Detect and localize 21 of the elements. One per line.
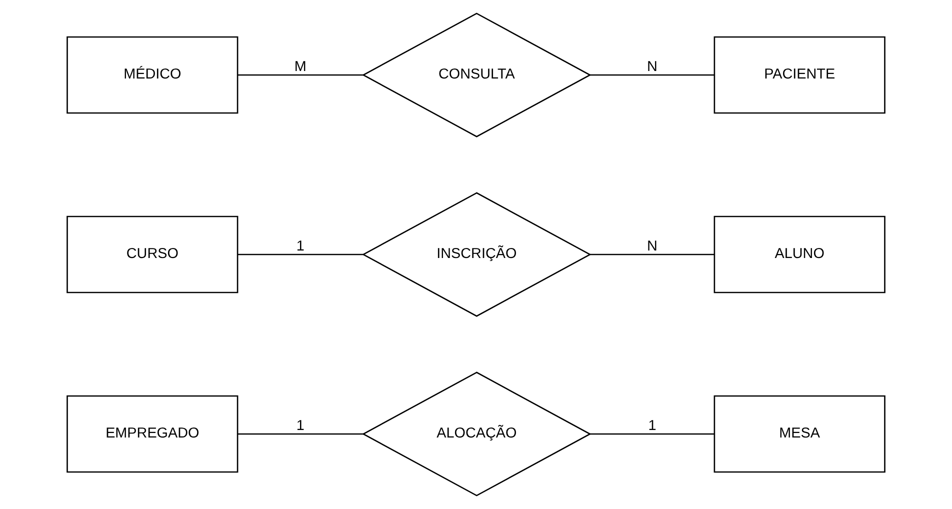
node-box: MESA [714,395,886,473]
connector [238,433,364,435]
edge-label: N [647,238,658,254]
connector [238,74,364,76]
node-diamond: ALOCAÇÃO [362,372,592,496]
connector [238,254,364,256]
edge-label: 1 [296,418,304,434]
node-box: ALUNO [714,216,886,294]
node-box: EMPREGADO [66,395,238,473]
connector [590,74,714,76]
edge-label: 1 [648,418,656,434]
edge-label: 1 [296,238,304,254]
edge-label: M [294,58,306,75]
node-diamond: INSCRIÇÃO [362,192,592,317]
node-box: CURSO [66,216,238,294]
connector [590,254,714,256]
connector [590,433,714,435]
node-box: MÉDICO [66,36,238,114]
edge-label: N [647,58,658,75]
node-box: PACIENTE [714,36,886,114]
node-diamond: CONSULTA [362,12,592,138]
